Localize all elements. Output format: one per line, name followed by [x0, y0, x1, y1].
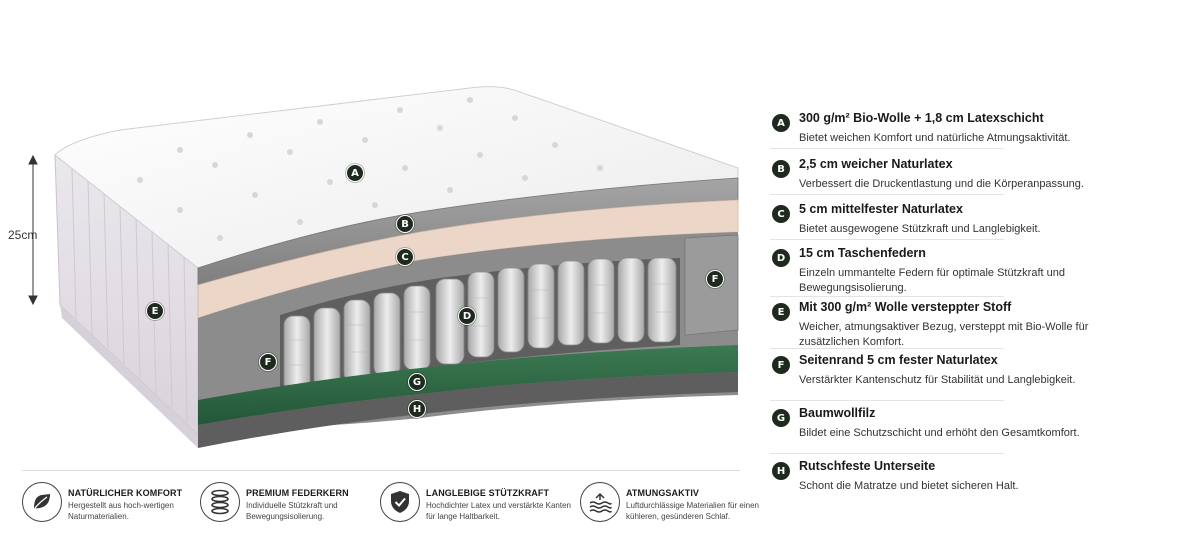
mattress-cutaway-illustration — [28, 86, 739, 448]
legend-divider — [770, 239, 1004, 240]
quilt-tufts — [137, 97, 603, 241]
legend-badge: F — [772, 356, 790, 374]
legend-title: 5 cm mittelfester Naturlatex — [799, 202, 963, 216]
legend-desc: Bietet ausgewogene Stützkraft und Langle… — [799, 223, 1041, 235]
pocket-springs — [283, 257, 677, 393]
feature-title: NATÜRLICHER KOMFORT — [68, 488, 183, 498]
feature-desc: Luftdurchlässige Materialien für einen k… — [626, 501, 759, 521]
side-fabric-stripes — [71, 167, 188, 423]
legend-divider — [770, 400, 1004, 401]
marker-c: C — [396, 248, 414, 266]
marker-g: G — [408, 373, 426, 391]
legend-desc: Verstärkter Kantenschutz für Stabilität … — [799, 374, 1076, 386]
spring-icon — [200, 482, 240, 522]
layer-h-non-slip-base — [198, 372, 738, 448]
legend-badge: D — [772, 249, 790, 267]
legend-badge: H — [772, 462, 790, 480]
feature-desc: Hochdichter Latex und verstärkte Kanten … — [426, 501, 571, 521]
feature-durable-support: LANGLEBIGE STÜTZKRAFT Hochdichter Latex … — [380, 482, 580, 530]
leaf-icon — [22, 482, 62, 522]
marker-d: D — [458, 307, 476, 325]
legend-title: 2,5 cm weicher Naturlatex — [799, 157, 953, 171]
features-divider — [22, 470, 740, 471]
legend-title: 15 cm Taschenfedern — [799, 246, 926, 260]
marker-b: B — [396, 215, 414, 233]
legend-desc: Schont die Matratze und bietet sicheren … — [799, 480, 1019, 492]
feature-premium-springs: PREMIUM FEDERKERN Individuelle Stützkraf… — [200, 482, 378, 530]
legend-badge: E — [772, 303, 790, 321]
legend-divider — [770, 296, 1004, 297]
feature-desc: Hergestellt aus hoch-wertigen Naturmater… — [68, 501, 174, 521]
feature-desc: Individuelle Stützkraft und Bewegungsiso… — [246, 501, 338, 521]
feature-natural-comfort: NATÜRLICHER KOMFORT Hergestellt aus hoch… — [22, 482, 200, 530]
feature-title: LANGLEBIGE STÜTZKRAFT — [426, 488, 550, 498]
marker-f-right: F — [706, 270, 724, 288]
legend-divider — [770, 194, 1004, 195]
legend-desc: Verbessert die Druckentlastung und die K… — [799, 178, 1084, 190]
legend-badge: A — [772, 114, 790, 132]
legend-desc: Weicher, atmungsaktiver Bezug, versteppt… — [799, 321, 1089, 348]
legend-divider — [770, 453, 1004, 454]
marker-h: H — [408, 400, 426, 418]
marker-a: A — [346, 164, 364, 182]
legend-divider — [770, 348, 1004, 349]
airflow-icon — [580, 482, 620, 522]
feature-breathable: ATMUNGSAKTIV Luftdurchlässige Materialie… — [580, 482, 780, 530]
legend-badge: G — [772, 409, 790, 427]
legend-badge: B — [772, 160, 790, 178]
legend-desc: Bildet eine Schutzschicht und erhöht den… — [799, 427, 1080, 439]
height-label: 25cm — [8, 228, 38, 242]
feature-title: ATMUNGSAKTIV — [626, 488, 700, 498]
layer-g-cotton-felt — [198, 345, 738, 425]
legend-title: Seitenrand 5 cm fester Naturlatex — [799, 353, 998, 367]
legend-desc: Einzeln ummantelte Federn für optimale S… — [799, 267, 1065, 294]
height-dimension-arrow — [28, 154, 38, 306]
legend-divider — [770, 148, 1004, 149]
feature-title: PREMIUM FEDERKERN — [246, 488, 349, 498]
legend-desc: Bietet weichen Komfort und natürliche At… — [799, 132, 1071, 144]
shield-check-icon — [380, 482, 420, 522]
spring-coils — [286, 283, 674, 366]
legend-badge: C — [772, 205, 790, 223]
marker-e: E — [146, 302, 164, 320]
marker-f-left: F — [259, 353, 277, 371]
base-bottom-edge — [60, 305, 198, 448]
legend-title: Mit 300 g/m² Wolle versteppter Stoff — [799, 300, 1012, 314]
legend-title: 300 g/m² Bio-Wolle + 1,8 cm Latexschicht — [799, 111, 1044, 125]
legend-title: Baumwollfilz — [799, 406, 876, 420]
legend-title: Rutschfeste Unterseite — [799, 459, 936, 473]
